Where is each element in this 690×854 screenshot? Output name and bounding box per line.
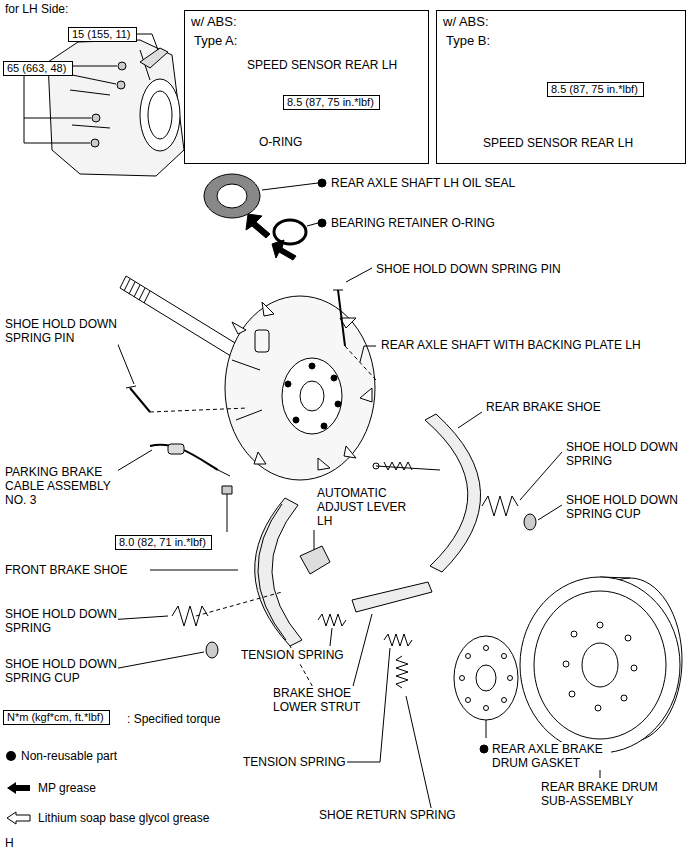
- torque-value: 8.5 (87, 75 in.*lbf): [287, 96, 374, 108]
- hold-down-spring-right: [482, 452, 562, 530]
- part-label: TENSION SPRING: [242, 755, 347, 769]
- legend-text: Lithium soap base glycol grease: [38, 811, 209, 825]
- part-label: BRAKE SHOE LOWER STRUT: [272, 686, 364, 714]
- torque-value: 15 (155, 11): [72, 28, 131, 40]
- part-label: SHOE HOLD DOWN SPRING PIN: [4, 317, 118, 345]
- part-label: SPEED SENSOR REAR LH: [482, 136, 634, 150]
- legend-sample: [4, 780, 34, 796]
- legend-text: MP grease: [38, 781, 96, 795]
- torque-value: N*m (kgf*cm, ft.*lbf): [7, 711, 104, 723]
- part-label: REAR AXLE SHAFT WITH BACKING PLATE LH: [380, 338, 642, 352]
- part-label: SHOE HOLD DOWN SPRING: [565, 440, 679, 468]
- oil-seal: [204, 174, 326, 238]
- backing-plate: [225, 296, 376, 480]
- panel-heading: w/ ABS:: [443, 14, 489, 29]
- part-label: PARKING BRAKE CABLE ASSEMBLY NO. 3: [4, 465, 118, 507]
- part-label: BEARING RETAINER O-RING: [330, 216, 496, 230]
- panel-heading: Type A:: [194, 33, 237, 48]
- torque-spec-box: 15 (155, 11): [68, 27, 137, 42]
- legend-text: Non-reusable part: [21, 749, 117, 763]
- part-label: H: [4, 836, 15, 850]
- torque-value: 8.0 (82, 71 in.*lbf): [119, 536, 206, 548]
- part-label: SPEED SENSOR REAR LH: [246, 58, 398, 72]
- leader-lines: [24, 34, 158, 143]
- part-label: SHOE RETURN SPRING: [318, 808, 457, 822]
- legend-row: MP grease: [4, 780, 264, 796]
- axle-shaft: [120, 276, 240, 358]
- torque-spec-box: 8.0 (82, 71 in.*lbf): [115, 535, 212, 550]
- part-label: SHOE HOLD DOWN SPRING: [4, 607, 118, 635]
- part-label: REAR AXLE SHAFT LH OIL SEAL: [330, 176, 516, 190]
- torque-spec-box: N*m (kgf*cm, ft.*lbf): [3, 710, 110, 725]
- part-label: REAR BRAKE DRUM SUB-ASSEMBLY: [540, 780, 672, 808]
- option-panel: w/ ABS: Type A: 8.5 (87, 75 in.*lbf): [184, 10, 429, 164]
- part-label: : Specified torque: [126, 712, 221, 726]
- part-label: AUTOMATIC ADJUST LEVER LH: [316, 486, 408, 528]
- torque-spec-box: 65 (663, 48): [3, 61, 73, 76]
- drum-gasket: [454, 636, 518, 753]
- bearing-retainer-o-ring: [272, 219, 326, 260]
- part-label: TENSION SPRING: [240, 648, 345, 662]
- front-brake-shoe: [150, 498, 330, 700]
- part-label: for LH Side:: [4, 2, 69, 16]
- part-label: REAR BRAKE SHOE: [485, 400, 602, 414]
- part-label: SHOE HOLD DOWN SPRING CUP: [565, 493, 679, 521]
- part-label: SHOE HOLD DOWN SPRING CUP: [4, 657, 118, 685]
- torque-value: 8.5 (87, 75 in.*lbf): [551, 83, 638, 95]
- torque-spec-box: 8.5 (87, 75 in.*lbf): [547, 82, 644, 97]
- panel-heading: w/ ABS:: [191, 14, 237, 29]
- part-label: FRONT BRAKE SHOE: [4, 563, 128, 577]
- legend-row: Lithium soap base glycol grease: [4, 810, 264, 826]
- legend-sample: [4, 810, 34, 826]
- hold-down-pins: [112, 268, 376, 412]
- part-label: SHOE HOLD DOWN SPRING PIN: [375, 262, 562, 276]
- torque-spec-box: 8.5 (87, 75 in.*lbf): [283, 95, 380, 110]
- panel-heading: Type B:: [446, 33, 490, 48]
- part-label: REAR AXLE BRAKE DRUM GASKET: [491, 742, 611, 770]
- parking-brake-cable: [112, 444, 232, 532]
- part-label: O-RING: [258, 135, 303, 149]
- torque-value: 65 (663, 48): [7, 62, 66, 74]
- legend-row: Non-reusable part: [4, 748, 264, 764]
